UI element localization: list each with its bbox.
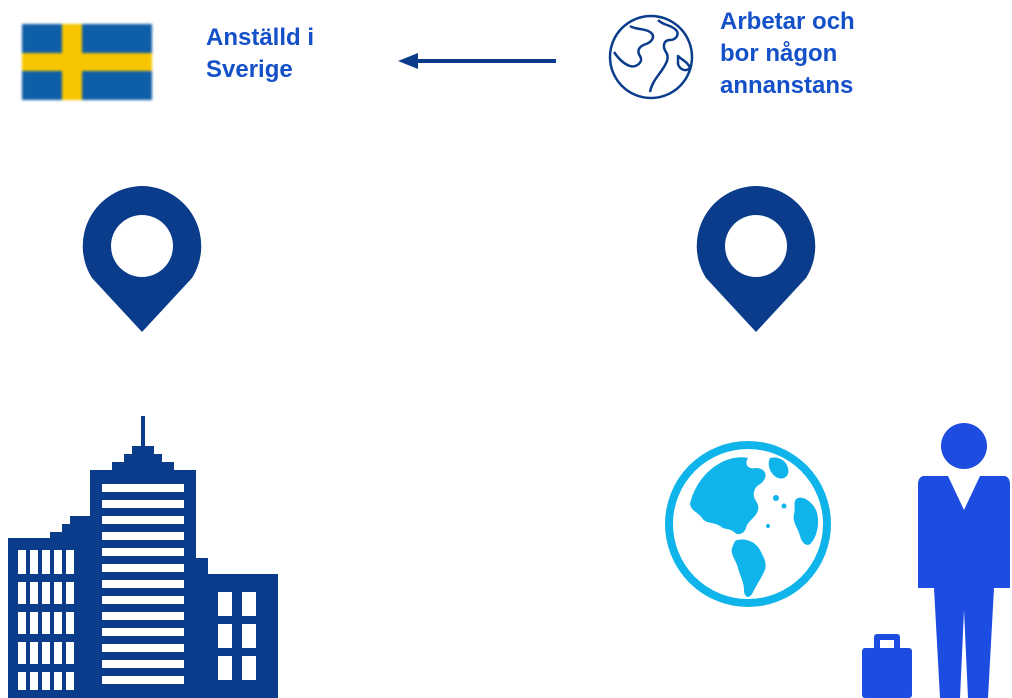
suitcase-icon: [862, 634, 914, 698]
globe-outline-icon: [606, 12, 696, 102]
flag-cross-horizontal: [22, 53, 152, 71]
sweden-flag-icon: [22, 24, 152, 100]
location-pin-icon-right: [694, 186, 818, 332]
business-person-icon: [918, 420, 1010, 698]
office-building-icon: [0, 416, 282, 698]
works-and-lives-elsewhere-label: Arbetar och bor någon annanstans: [720, 8, 855, 99]
location-pin-icon-left: [80, 186, 204, 332]
arrow-left-icon: [398, 50, 558, 72]
employed-in-sweden-label: Anställd i Sverige: [206, 24, 315, 83]
globe-icon: [664, 440, 832, 608]
